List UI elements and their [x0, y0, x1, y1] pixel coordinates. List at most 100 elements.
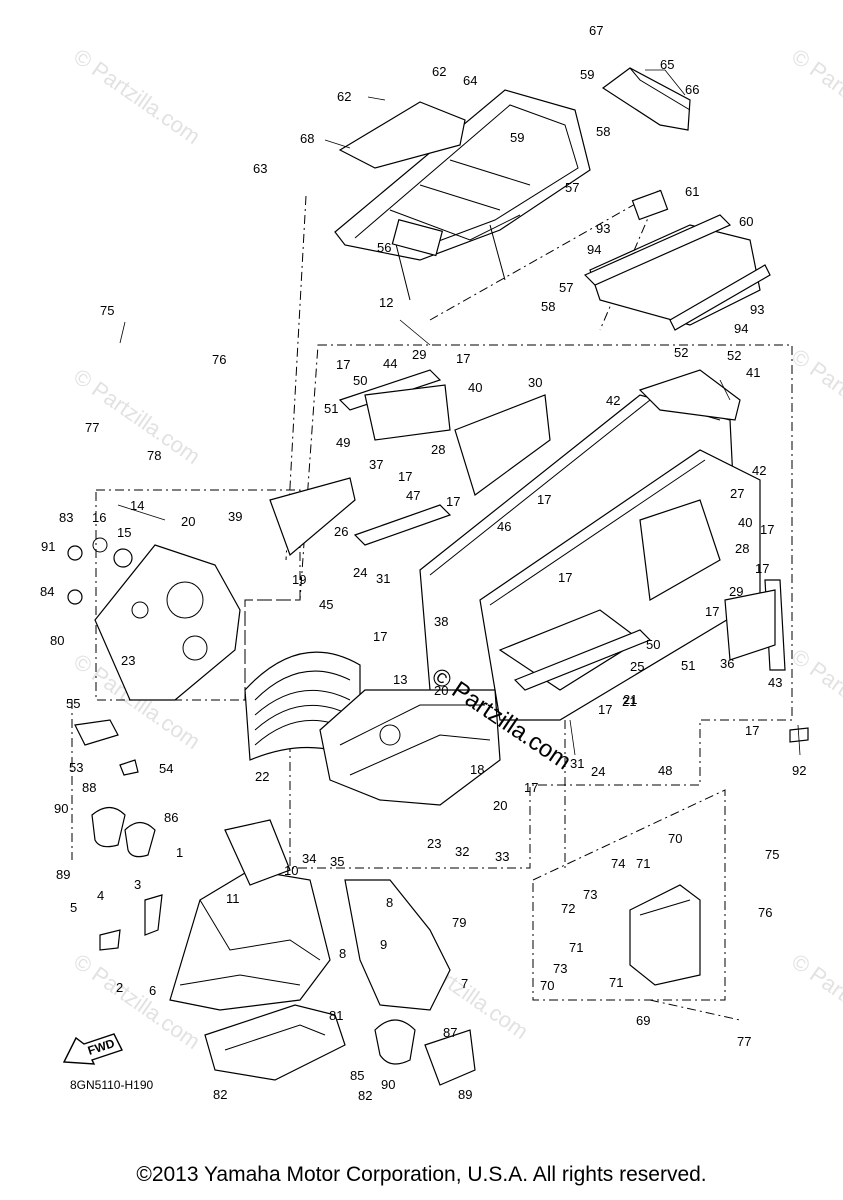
callout-label: 45	[319, 597, 333, 612]
front-subframe	[169, 819, 331, 1011]
callout-label: 23	[121, 653, 135, 668]
callout-label: 16	[92, 510, 106, 525]
callout-label: 54	[159, 761, 173, 776]
callout-label: 37	[369, 457, 383, 472]
callout-label: 71	[569, 940, 583, 955]
callout-label: 3	[134, 877, 141, 892]
callout-label: 71	[636, 856, 650, 871]
callout-label: 65	[660, 57, 674, 72]
watermark-text: © Partzilla.com	[787, 344, 843, 450]
callout-label: 58	[541, 299, 555, 314]
callout-label: 92	[792, 763, 806, 778]
callout-label: 19	[292, 572, 306, 587]
callout-label: 46	[497, 519, 511, 534]
callout-label: 31	[570, 756, 584, 771]
callout-label: 73	[583, 887, 597, 902]
callout-label: 35	[330, 854, 344, 869]
lower-covers	[374, 1019, 476, 1086]
drawing-code: 8GN5110-H190	[70, 1078, 154, 1092]
callout-label: 52	[674, 345, 688, 360]
copyright-notice: ©2013 Yamaha Motor Corporation, U.S.A. A…	[136, 1163, 707, 1186]
callout-label: 75	[100, 303, 114, 318]
callout-label: 2	[116, 980, 123, 995]
parts-diagram: © Partzilla.com © Partzilla.com © Partzi…	[40, 23, 843, 1103]
callout-label: 25	[630, 659, 644, 674]
callout-label: 1	[176, 845, 183, 860]
callout-label: 77	[737, 1034, 751, 1049]
callout-label: 51	[681, 658, 695, 673]
callout-label: 20	[434, 683, 448, 698]
callout-label: 44	[383, 356, 397, 371]
callout-label: 72	[561, 901, 575, 916]
callout-label: 21	[622, 694, 636, 709]
callout-label: 74	[611, 856, 625, 871]
callout-label: 5	[70, 900, 77, 915]
watermark-text: © Partzilla.com	[69, 44, 205, 150]
callout-label: 9	[380, 937, 387, 952]
callout-label: 73	[553, 961, 567, 976]
callout-label: 84	[40, 584, 54, 599]
callout-label: 17	[705, 604, 719, 619]
callout-label: 59	[510, 130, 524, 145]
callout-label: 13	[393, 672, 407, 687]
callout-labels: 67 65 66 62 64 59 62 68 59 58 63 57 61 6…	[40, 23, 806, 1103]
callout-label: 17	[755, 561, 769, 576]
callout-label: 89	[458, 1087, 472, 1102]
callout-label: 68	[300, 131, 314, 146]
callout-label: 80	[50, 633, 64, 648]
callout-label: 53	[69, 760, 83, 775]
callout-label: 17	[745, 723, 759, 738]
callout-label: 87	[443, 1025, 457, 1040]
callout-label: 39	[228, 509, 242, 524]
callout-label: 30	[528, 375, 542, 390]
callout-label: 71	[609, 975, 623, 990]
callout-label: 34	[302, 851, 316, 866]
callout-label: 61	[685, 184, 699, 199]
leader-lines	[117, 69, 801, 756]
callout-label: 24	[591, 764, 605, 779]
callout-label: 89	[56, 867, 70, 882]
callout-label: 93	[596, 221, 610, 236]
callout-label: 17	[398, 469, 412, 484]
callout-label: 6	[149, 983, 156, 998]
callout-label: 62	[337, 89, 351, 104]
callout-label: 14	[130, 498, 144, 513]
callout-label: 40	[468, 380, 482, 395]
callout-label: 15	[117, 525, 131, 540]
callout-label: 50	[353, 373, 367, 388]
callout-label: 17	[598, 702, 612, 717]
seat-frame-link	[429, 189, 661, 321]
tunnel-frame	[419, 369, 761, 721]
callout-label: 86	[164, 810, 178, 825]
callout-label: 70	[540, 978, 554, 993]
callout-label: 76	[758, 905, 772, 920]
callout-label: 57	[565, 180, 579, 195]
callout-label: 27	[730, 486, 744, 501]
callout-label: 58	[596, 124, 610, 139]
side-brackets	[269, 384, 776, 661]
callout-label: 17	[373, 629, 387, 644]
forward-arrow-icon: FWD	[62, 1033, 123, 1065]
callout-label: 18	[470, 762, 484, 777]
callout-label: 56	[377, 240, 391, 255]
callout-label: 17	[760, 522, 774, 537]
callout-label: 40	[738, 515, 752, 530]
callout-label: 90	[381, 1077, 395, 1092]
callout-label: 70	[668, 831, 682, 846]
rear-bracket-boundary	[532, 789, 726, 1001]
callout-label: 21	[623, 692, 637, 707]
callout-label: 60	[739, 214, 753, 229]
callout-label: 22	[255, 769, 269, 784]
seat-plate	[338, 101, 466, 169]
callout-label: 69	[636, 1013, 650, 1028]
callout-label: 82	[213, 1087, 227, 1102]
callout-label: 79	[452, 915, 466, 930]
callout-label: 94	[734, 321, 748, 336]
bracket-link	[649, 999, 741, 1021]
callout-label: 20	[181, 514, 195, 529]
watermark-text: © Partzilla.com	[69, 364, 205, 470]
callout-label: 63	[253, 161, 267, 176]
callout-label: 91	[41, 539, 55, 554]
callout-label: 8	[386, 895, 393, 910]
callout-label: 42	[606, 393, 620, 408]
